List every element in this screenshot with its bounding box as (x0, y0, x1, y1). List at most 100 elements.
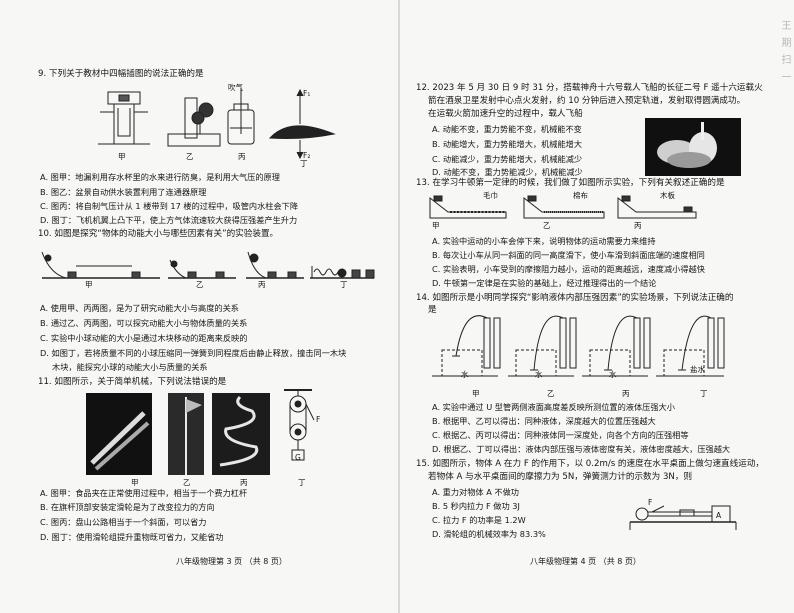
q10-option-a: A. 使用甲、丙两图，是为了研究动能大小与高度的关系 (40, 303, 239, 313)
q9-option-b: B. 图乙：盆景自动供水装置利用了连通器原理 (40, 187, 207, 197)
q15-pulley-figure (629, 505, 737, 530)
spring-diagram-d (310, 266, 375, 279)
q12-option-d: D. 动能不变，重力势能减少，机械能减少 (432, 167, 583, 177)
floor-drain-diagram (98, 91, 150, 145)
q10-option-b: B. 通过乙、丙两图，可以探究动能大小与物体质量的关系 (40, 318, 248, 328)
q13-figure (429, 195, 697, 219)
q11-photo-food-tongs (86, 393, 152, 475)
q12-stem-line1: 12. 2023 年 5 月 30 日 9 时 31 分，搭载神舟十六号载人飞船… (416, 83, 763, 93)
q15-stem-line2: 若物体 A 与水平桌面间的摩擦力为 5N，弹簧测力计的示数为 3N，则 (428, 472, 693, 482)
q9-f2-label: F₂ (303, 151, 311, 160)
q13-fig-label-b: 乙 (543, 221, 551, 230)
q15-option-c: C. 拉力 F 的功率是 1.2W (432, 515, 526, 525)
q13-option-a: A. 实验中运动的小车会停下来，说明物体的运动需要力来维持 (432, 236, 656, 246)
q9-fig-label-b: 乙 (186, 152, 194, 161)
q14-liquid-a: 水 (461, 370, 469, 379)
q15-option-d: D. 滑轮组的机械效率为 83.3% (432, 529, 546, 539)
winding-road-icon (219, 395, 259, 467)
q13-stem: 13. 在学习牛顿第一定律的时候，我们做了如图所示实验，下列有关叙述正确的是 (416, 178, 725, 188)
q15-stem-line1: 15. 如图所示，物体 A 在力 F 的作用下，以 0.2m/s 的速度在水平桌… (416, 459, 765, 469)
q11-fig-label-b: 乙 (183, 478, 191, 487)
q11-photo-flagpole (168, 393, 204, 475)
q11-pulley-figure (284, 389, 315, 461)
pressure-gauge-c (582, 315, 651, 377)
q9-option-a: A. 图甲：地漏利用存水杯里的水来进行防臭，是利用大气压的原理 (40, 172, 280, 182)
ramp-diagram-a (41, 251, 160, 279)
q11-stem: 11. 如图所示，关于简单机械，下列说法错误的是 (38, 377, 227, 387)
q11-option-c: C. 图丙：盘山公路相当于一个斜面，可以省力 (40, 517, 207, 527)
q14-option-d: D. 根据乙、丁可以得出：液体内部压强与液体密度有关，液体密度越大，压强越大 (432, 444, 731, 454)
self-made-barometer-diagram (227, 88, 255, 145)
q9-fig-label-d: 丁 (300, 159, 308, 168)
q10-fig-label-a: 甲 (85, 280, 93, 289)
q13-fig-label-a: 甲 (432, 221, 440, 230)
q10-fig-label-d: 丁 (340, 280, 348, 289)
pressure-gauge-d (656, 315, 725, 377)
q9-option-c: C. 图丙：将自制气压计从 1 楼带到 17 楼的过程中，吸管内水柱会下降 (40, 201, 299, 211)
q13-surface-cotton: 棉布 (573, 191, 588, 200)
q10-figure (41, 251, 375, 279)
q11-option-b: B. 在旗杆顶部安装定滑轮是为了改变拉力的方向 (40, 502, 215, 512)
q9-fig-label-c: 丙 (238, 152, 246, 161)
q11-fig-label-c: 丙 (240, 478, 248, 487)
q11-option-d: D. 图丁：使用滑轮组提升重物既可省力，又能省功 (40, 532, 224, 542)
q12-option-c: C. 动能减少，重力势能增大，机械能减少 (432, 154, 583, 164)
right-page-footer: 八年级物理第 4 页 （共 8 页） (530, 557, 641, 566)
q13-surface-board: 木板 (660, 191, 675, 200)
left-page-footer: 八年级物理第 3 页 （共 8 页） (176, 557, 287, 566)
pressure-gauge-a (432, 315, 501, 377)
q11-fig-label-d: 丁 (298, 478, 306, 487)
q14-option-a: A. 实验中通过 U 型管两侧液面高度差反映所测位置的液体压强大小 (432, 402, 675, 412)
q12-option-a: A. 动能不变，重力势能不变，机械能不变 (432, 124, 582, 134)
q11-fig-label-a: 甲 (131, 478, 139, 487)
q10-option-d-cont: 木块，能探究小球的动能大小与质量的关系 (52, 362, 208, 372)
q10-stem: 10. 如图是探究“物体的动能大小与哪些因素有关”的实验装置。 (38, 229, 279, 239)
q9-fig-label-a: 甲 (118, 152, 126, 161)
q9-figure (98, 88, 336, 160)
q9-option-d: D. 图丁：飞机机翼上凸下平，使上方气体流速较大获得压强差产生升力 (40, 215, 298, 225)
q11-photo-mountain-road (212, 393, 270, 475)
q14-fig-label-a: 甲 (472, 389, 480, 398)
page-gutter (398, 0, 400, 613)
ramp-diagram-c (246, 251, 304, 279)
q14-fig-label-b: 乙 (547, 389, 555, 398)
q10-option-d: D. 如图丁，若将质量不同的小球压缩同一弹簧到同程度后由静止释放，撞击同一木块 (40, 348, 347, 358)
q11-option-a: A. 图甲：食品夹在正常使用过程中，相当于一个费力杠杆 (40, 488, 248, 498)
q9-stem: 9. 下列关于教材中四幅插图的说法正确的是 (38, 69, 204, 79)
q15-option-b: B. 5 秒内拉力 F 做功 3J (432, 501, 520, 511)
q14-fig-label-c: 丙 (622, 389, 630, 398)
q14-liquid-b: 水 (535, 370, 543, 379)
right-page (400, 0, 794, 613)
q13-option-b: B. 每次让小车从同一斜面的同一高度滑下，使小车滑到斜面底端的速度相同 (432, 250, 705, 260)
bonsai-water-diagram (167, 97, 221, 147)
q10-fig-label-b: 乙 (196, 280, 204, 289)
q14-stem-line2: 是 (428, 305, 437, 315)
q14-option-b: B. 根据甲、乙可以得出：同种液体，深度越大的位置压强越大 (432, 416, 656, 426)
watermark-text: 王 期 扫 一 (779, 20, 790, 84)
rocket-smoke-icon (657, 122, 717, 168)
airfoil-diagram (268, 88, 336, 160)
q12-rocket-launch-photo (645, 118, 741, 176)
q15-option-a: A. 重力对物体 A 不做功 (432, 487, 519, 497)
incline-towel (429, 195, 507, 219)
q15-force-label: F (648, 498, 653, 507)
q14-option-c: C. 根据乙、丙可以得出：同种液体同一深度处，向各个方向的压强相等 (432, 430, 689, 440)
q13-option-c: C. 实验表明，小车受到的摩擦阻力越小，运动的距离越远，速度减小得越快 (432, 264, 705, 274)
q14-figure (432, 315, 725, 377)
left-page (0, 0, 400, 613)
q9-blow-label: 吹气 (228, 83, 243, 92)
q14-liquid-c: 水 (609, 370, 617, 379)
incline-board (617, 195, 697, 219)
q10-fig-label-c: 丙 (258, 280, 266, 289)
q13-surface-towel: 毛巾 (483, 191, 498, 200)
q13-option-d: D. 牛顿第一定律是在实验的基础上，经过推理得出的一个结论 (432, 278, 657, 288)
q11-weight-label: G (295, 453, 301, 462)
q14-stem-line1: 14. 如图所示是小明同学探究“影响液体内部压强因素”的实验场景，下列说法正确的 (416, 293, 734, 303)
q14-fig-label-d: 丁 (700, 389, 708, 398)
q13-fig-label-c: 丙 (634, 221, 642, 230)
q9-f1-label: F₁ (303, 89, 311, 98)
ramp-diagram-b (168, 259, 236, 279)
q12-stem-line3: 在运载火箭加速升空的过程中，载人飞船 (428, 109, 583, 119)
pressure-gauge-b (508, 315, 577, 377)
q11-force-label: F (316, 415, 321, 424)
